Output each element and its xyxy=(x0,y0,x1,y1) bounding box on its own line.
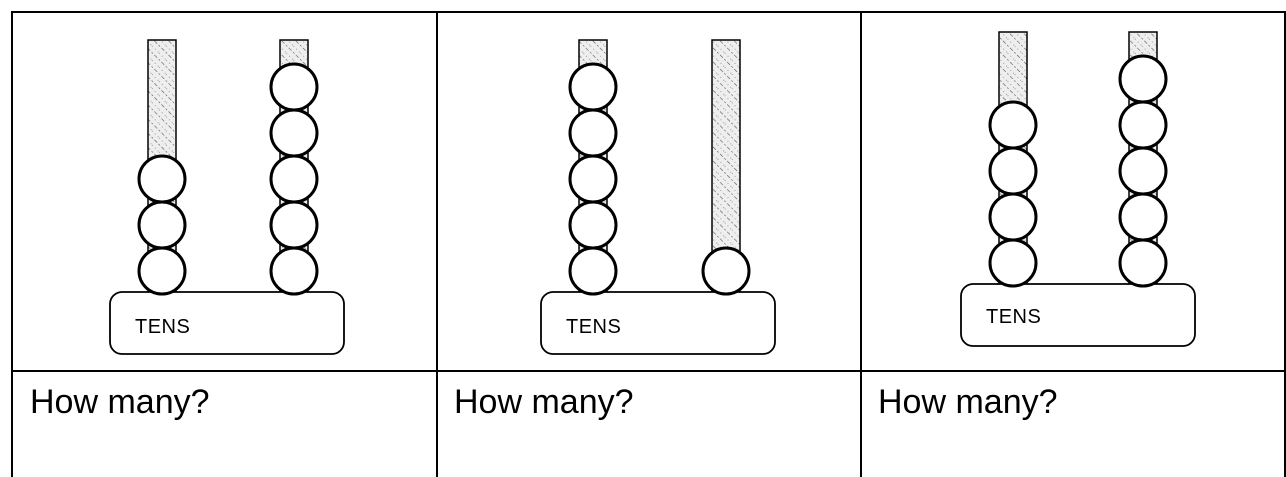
panel-2-base-label: TENS xyxy=(566,316,621,339)
column-divider-1 xyxy=(436,11,438,477)
panel-3-question: How many? xyxy=(878,383,1058,422)
panel-2-question: How many? xyxy=(454,383,634,422)
panel-3-base-label: TENS xyxy=(986,306,1041,329)
panel-1-question: How many? xyxy=(30,383,210,422)
row-divider xyxy=(11,370,1286,372)
panel-1-base-label: TENS xyxy=(135,316,190,339)
column-divider-2 xyxy=(860,11,862,477)
